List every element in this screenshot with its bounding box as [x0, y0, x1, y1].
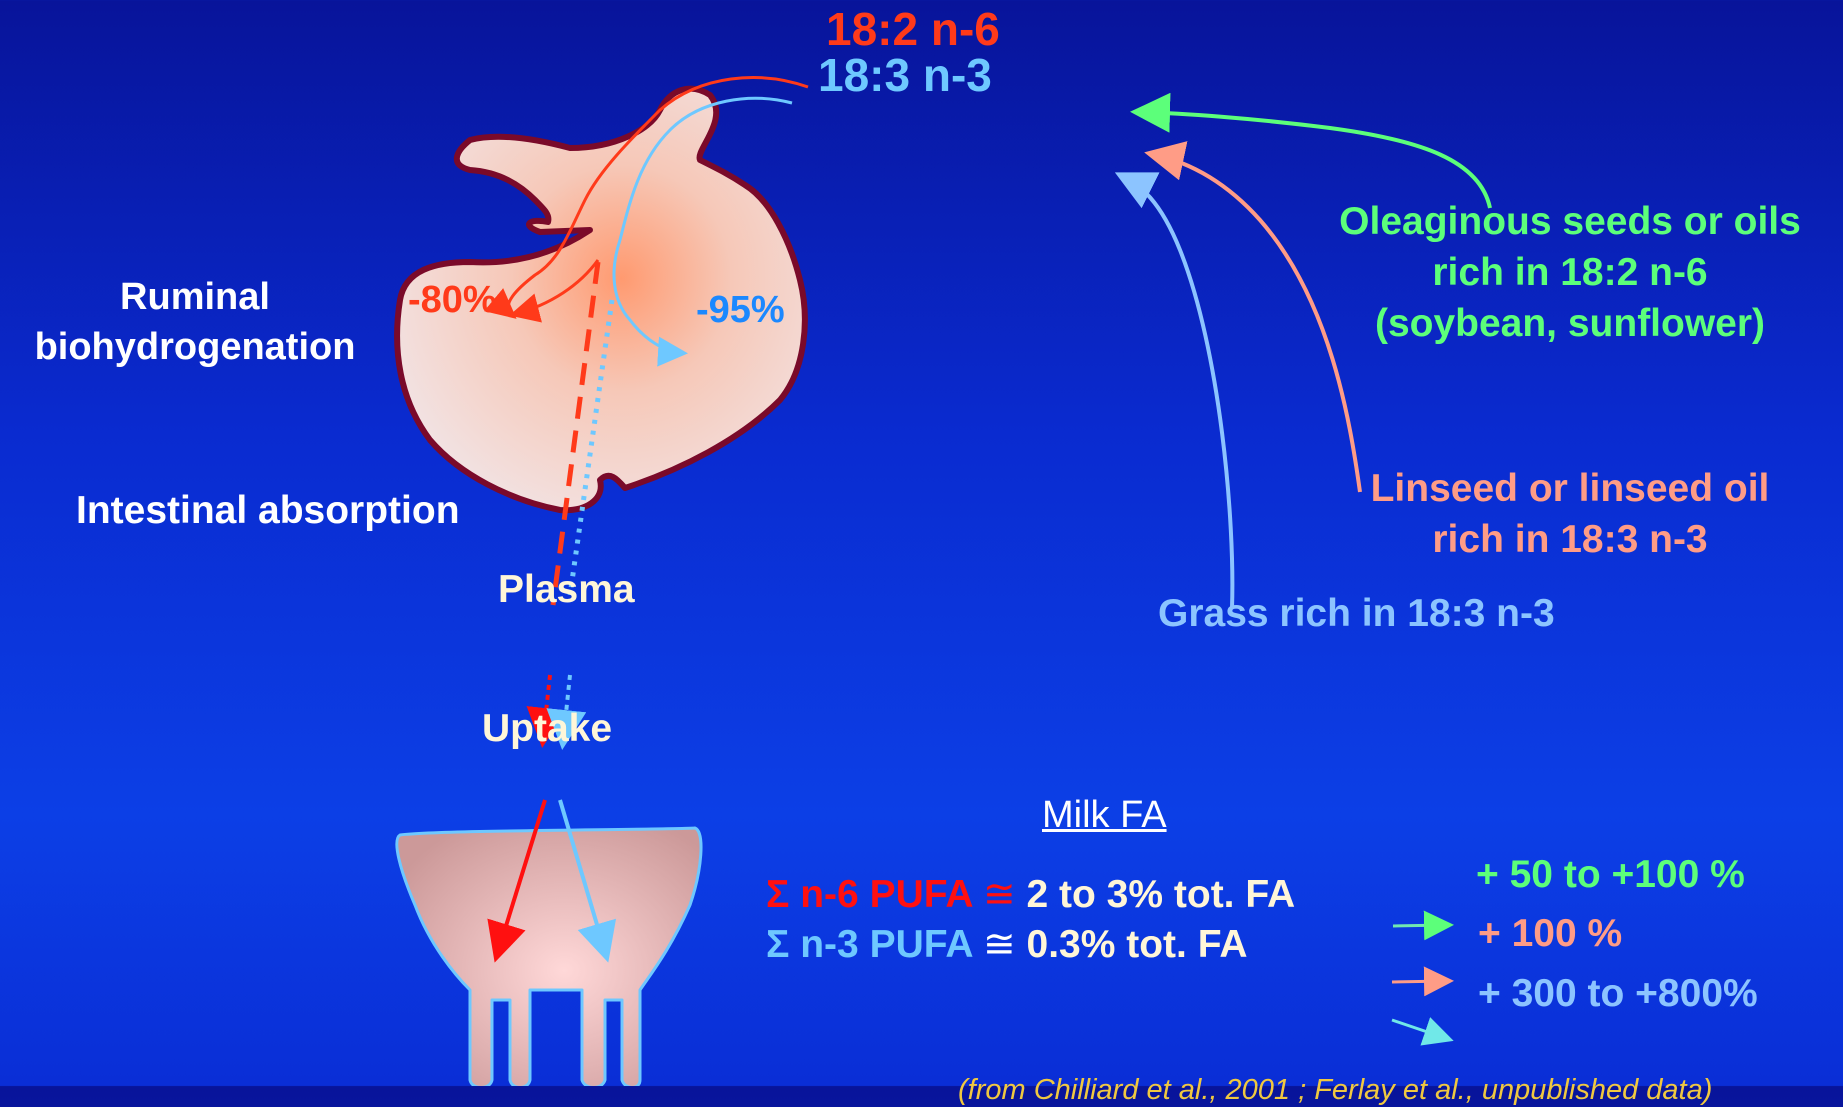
grass-source-arrow — [1122, 176, 1232, 608]
grass-effect-arrow — [1392, 1020, 1448, 1039]
grass-source-label: Grass rich in 18:3 n-3 — [1158, 592, 1555, 636]
linseed-effect-value: + 100 % — [1478, 912, 1622, 956]
oleaginous-line1: Oleaginous seeds or oils — [1310, 196, 1830, 247]
citation-text: (from Chilliard et al., 2001 ; Ferlay et… — [958, 1074, 1712, 1107]
milk-n6-approx: ≅ — [983, 873, 1016, 916]
linseed-line1: Linseed or linseed oil — [1330, 463, 1810, 514]
milk-n3-line: Σ n-3 PUFA ≅ 0.3% tot. FA — [766, 922, 1248, 967]
uptake-label: Uptake — [482, 707, 612, 751]
udder-shape — [397, 828, 701, 1086]
milk-n6-line: Σ n-6 PUFA ≅ 2 to 3% tot. FA — [766, 872, 1295, 917]
linseed-effect-arrow — [1392, 981, 1448, 982]
ruminal-label-line1: Ruminal — [10, 272, 380, 322]
milk-n3-value: 0.3% tot. FA — [1027, 923, 1248, 966]
oleaginous-effect-value: + 50 to +100 % — [1476, 853, 1745, 897]
plasma-label: Plasma — [498, 568, 635, 612]
milk-n3-name: Σ n-3 PUFA — [766, 923, 972, 966]
milk-n6-name: Σ n-6 PUFA — [766, 873, 972, 916]
milk-n3-approx: ≅ — [983, 923, 1016, 966]
milk-n6-value: 2 to 3% tot. FA — [1027, 873, 1296, 916]
ruminal-biohydrogenation-label: Ruminal biohydrogenation — [10, 272, 380, 372]
linseed-line2: rich in 18:3 n-3 — [1330, 514, 1810, 565]
oleaginous-source-label: Oleaginous seeds or oils rich in 18:2 n-… — [1310, 196, 1830, 349]
oleaginous-line3: (soybean, sunflower) — [1310, 298, 1830, 349]
n6-loss-percent: -80% — [408, 279, 497, 322]
n3-fatty-acid-label: 18:3 n-3 — [818, 48, 992, 102]
ruminal-label-line2: biohydrogenation — [10, 322, 380, 372]
linseed-source-label: Linseed or linseed oil rich in 18:3 n-3 — [1330, 463, 1810, 565]
oleaginous-effect-arrow — [1393, 925, 1448, 926]
intestinal-absorption-label: Intestinal absorption — [76, 489, 460, 533]
n3-loss-percent: -95% — [696, 289, 785, 332]
oleaginous-line2: rich in 18:2 n-6 — [1310, 247, 1830, 298]
milk-fa-title: Milk FA — [1042, 794, 1167, 837]
grass-effect-value: + 300 to +800% — [1478, 972, 1758, 1016]
oleaginous-source-arrow — [1138, 112, 1490, 208]
